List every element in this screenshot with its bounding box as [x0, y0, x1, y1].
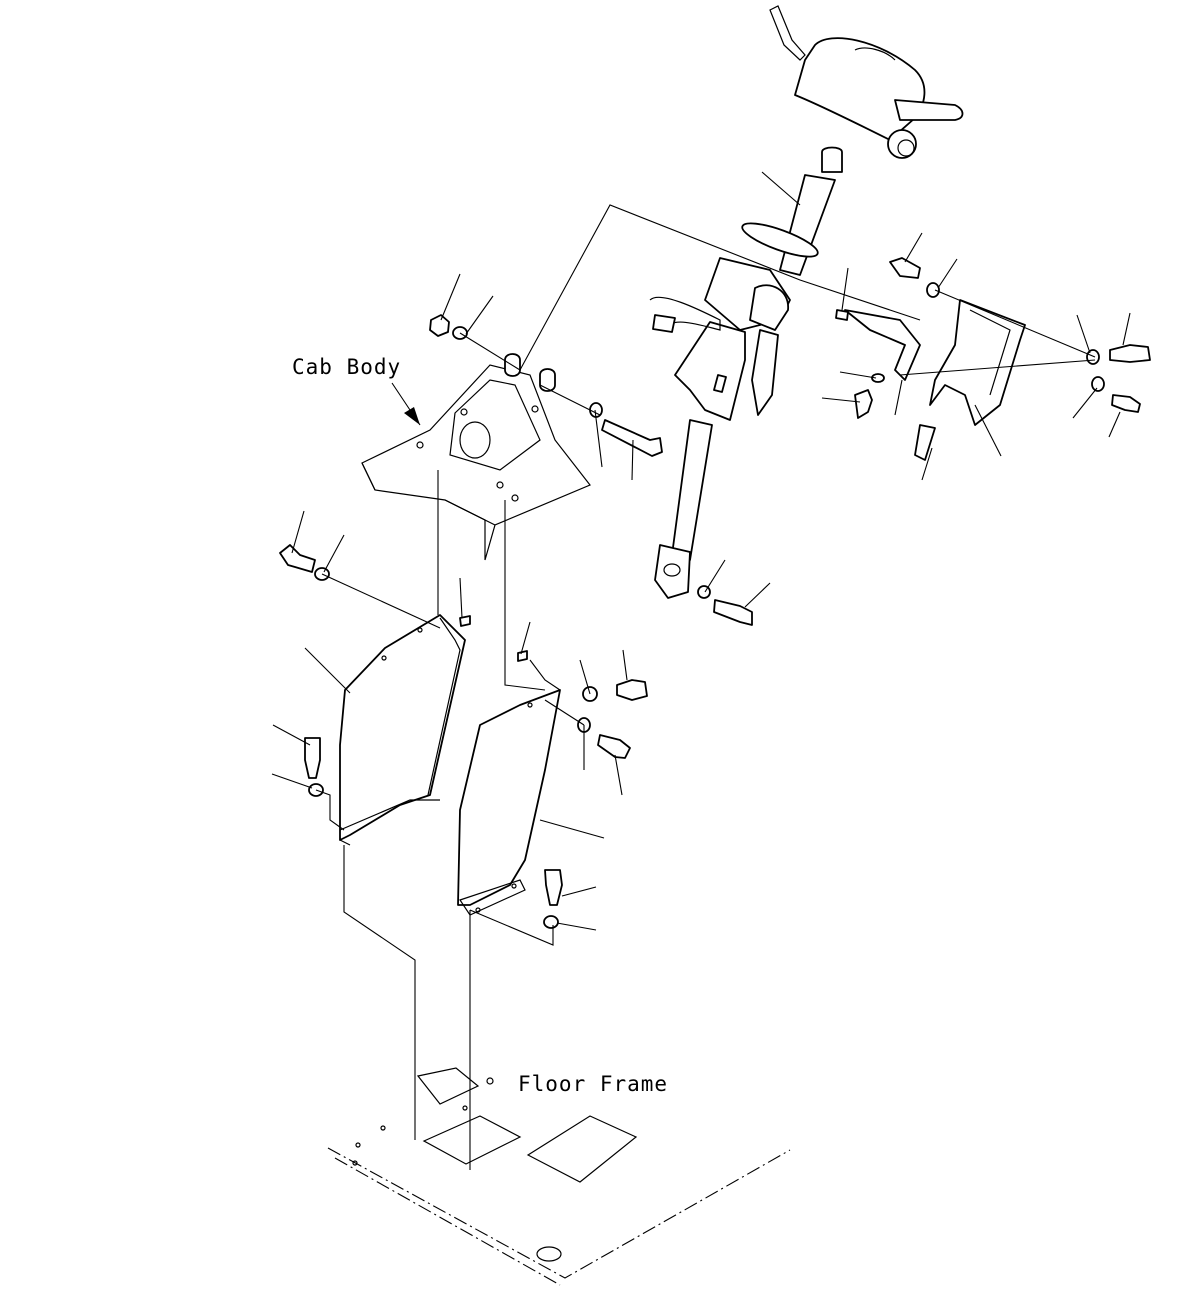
right-cover-panel	[835, 299, 1026, 461]
assembly-lines	[315, 204, 1096, 1170]
steering-column	[649, 146, 843, 599]
center-cover-panel	[457, 689, 561, 916]
left-cover-panel	[339, 614, 466, 846]
control-box	[769, 5, 964, 159]
fasteners	[279, 257, 1151, 929]
cab-body-label: Cab Body	[292, 355, 401, 379]
floor-frame-plate	[327, 1067, 791, 1286]
cab-body-arrow	[404, 407, 420, 425]
cab-body-bracket	[361, 353, 591, 561]
floor-frame-label: Floor Frame	[518, 1072, 668, 1096]
callout-leaders	[271, 171, 1131, 931]
